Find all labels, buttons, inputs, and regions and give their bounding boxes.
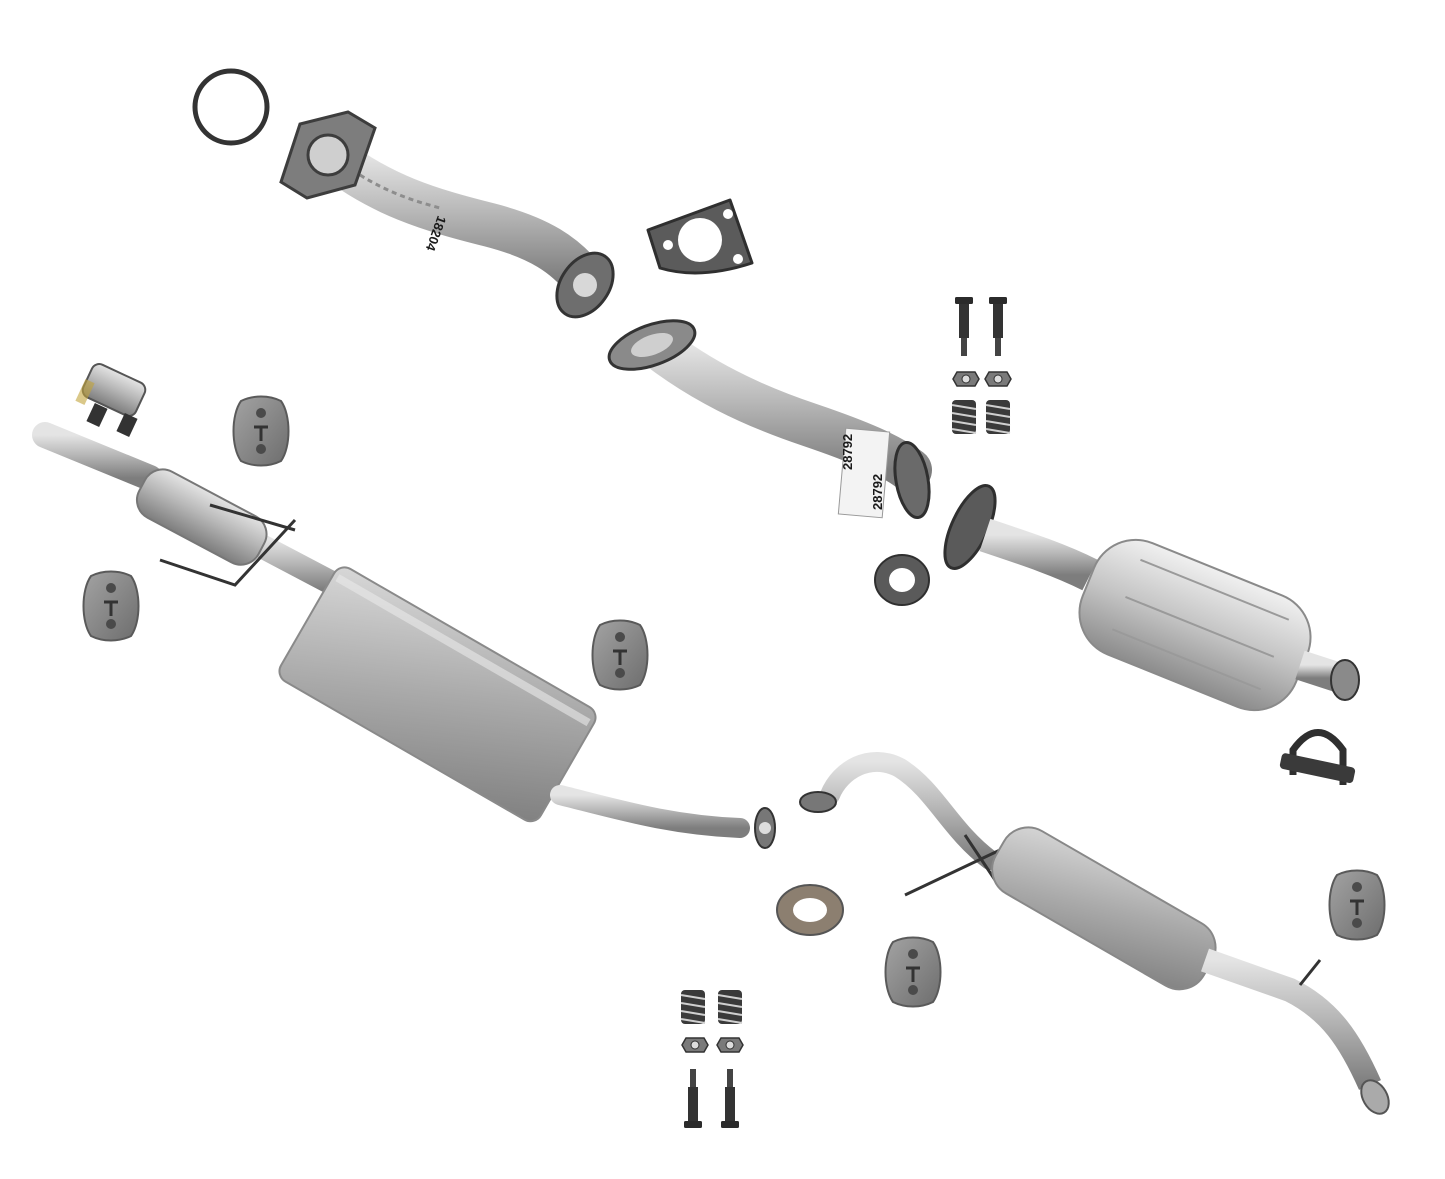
bolt-spring-kit-lower xyxy=(680,989,744,1128)
intermediate-pipe-part-number: 28792 xyxy=(840,434,855,470)
resonator-muffler-assembly xyxy=(32,422,776,849)
rubber-hanger-4 xyxy=(1328,869,1386,941)
catalytic-converter xyxy=(943,484,1360,712)
rubber-hanger-2 xyxy=(82,570,140,642)
intermediate-pipe-part-number-2: 28792 xyxy=(870,474,885,510)
bolt-spring-kit-upper xyxy=(951,297,1012,435)
pipe-clamp xyxy=(75,363,147,438)
donut-gasket-upper xyxy=(874,554,930,606)
rubber-hanger-3 xyxy=(591,619,649,691)
rubber-hanger-1 xyxy=(232,395,290,467)
triangle-gasket xyxy=(646,198,754,275)
rubber-hanger-5 xyxy=(884,936,942,1008)
ring-gasket xyxy=(192,68,270,146)
front-flex-pipe: 18204 xyxy=(279,110,615,319)
u-bolt-clamp xyxy=(1279,729,1356,785)
donut-gasket-lower xyxy=(776,884,844,936)
intermediate-pipe: 28792 28792 xyxy=(607,319,932,520)
rear-muffler-tailpipe xyxy=(799,752,1390,1115)
